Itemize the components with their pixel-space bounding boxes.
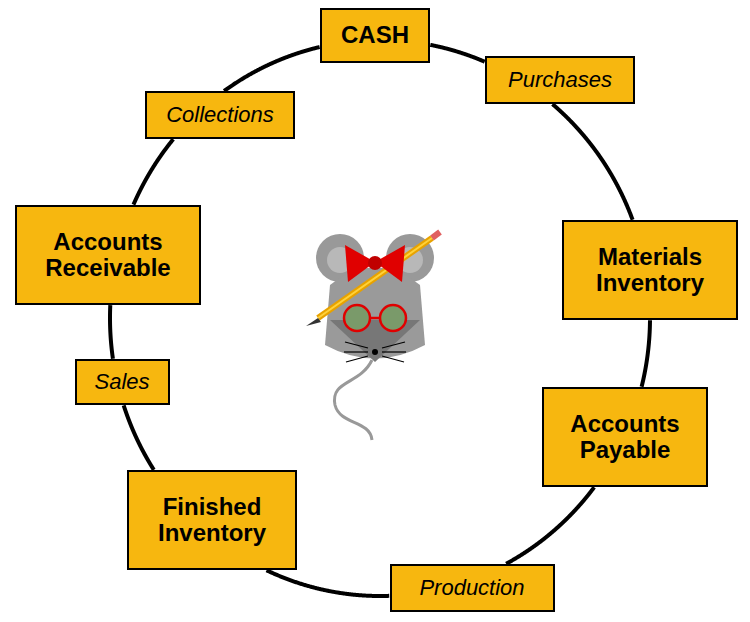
activity-box: Sales — [75, 359, 170, 405]
cycle-arc — [552, 104, 632, 220]
box-label: Finished Inventory — [142, 494, 282, 547]
box-label: Materials Inventory — [575, 244, 725, 297]
account-box: CASH — [320, 8, 430, 63]
cycle-arc — [124, 405, 154, 470]
cycle-arc — [642, 320, 650, 386]
mouse-face-shadow — [330, 320, 420, 362]
cycle-arc — [224, 47, 319, 91]
box-label: Production — [419, 576, 524, 600]
account-box: Accounts Payable — [542, 387, 708, 487]
activity-box: Purchases — [485, 56, 635, 104]
account-box: Finished Inventory — [127, 470, 297, 570]
pencil — [306, 232, 440, 326]
cycle-arc — [133, 139, 173, 204]
cycle-arc — [110, 305, 113, 359]
activity-box: Collections — [145, 91, 295, 139]
mouse-nose — [372, 349, 378, 355]
cycle-arc — [506, 487, 594, 564]
box-label: Accounts Receivable — [28, 229, 188, 282]
activity-box: Production — [390, 564, 555, 612]
cycle-arc — [267, 570, 390, 596]
mouse-tail — [334, 360, 372, 440]
whiskers — [344, 342, 406, 362]
glasses — [344, 305, 406, 331]
cycle-arc — [430, 45, 484, 62]
red-bow — [345, 245, 405, 282]
account-box: Accounts Receivable — [15, 205, 201, 305]
box-label: Sales — [94, 370, 149, 394]
box-label: Collections — [166, 103, 274, 127]
box-label: Purchases — [508, 68, 612, 92]
box-label: Accounts Payable — [555, 411, 695, 464]
box-label: CASH — [341, 22, 409, 48]
account-box: Materials Inventory — [562, 220, 738, 320]
